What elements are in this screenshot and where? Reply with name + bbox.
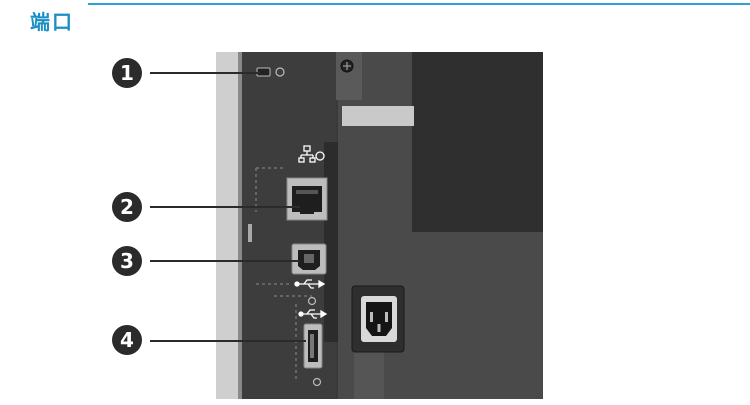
callout-3-leader bbox=[150, 260, 300, 262]
callout-4-leader bbox=[150, 340, 306, 342]
callout-2: 2 bbox=[112, 192, 142, 222]
callout-1: 1 bbox=[112, 58, 142, 88]
header-rule bbox=[88, 3, 750, 5]
screw-icon bbox=[340, 59, 354, 73]
callout-1-leader bbox=[150, 72, 260, 74]
ports-illustration bbox=[216, 52, 543, 399]
printer-ports-photo bbox=[216, 52, 543, 399]
section-title: 端口 bbox=[30, 10, 74, 34]
usb-b-port bbox=[291, 243, 327, 275]
callout-4: 4 bbox=[112, 325, 142, 355]
ethernet-port bbox=[286, 177, 328, 221]
usb-icon-2 bbox=[298, 309, 328, 319]
network-icon bbox=[298, 145, 325, 163]
usb-a-port bbox=[303, 323, 323, 369]
power-inlet-icon bbox=[351, 285, 405, 353]
usb-icon bbox=[294, 279, 326, 289]
callout-3: 3 bbox=[112, 246, 142, 276]
callout-2-leader bbox=[150, 206, 300, 208]
